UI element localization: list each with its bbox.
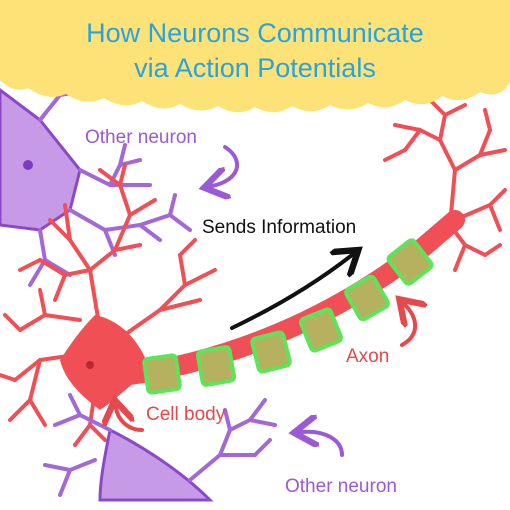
- sends-information-arrow-icon: [230, 255, 352, 330]
- title-banner: [0, 0, 510, 113]
- axon-terminals: [383, 98, 507, 272]
- myelin-segment: [386, 238, 434, 286]
- curved-arrow-icon: [302, 432, 344, 457]
- myelin-segment: [250, 330, 292, 374]
- curved-arrow-icon: [116, 408, 144, 432]
- curved-arrow-icon: [212, 145, 240, 186]
- myelin-segment: [299, 307, 343, 353]
- label-sends-information: Sends Information: [202, 217, 356, 238]
- myelin-segment: [344, 274, 390, 322]
- label-other-neuron-top: Other neuron: [85, 127, 197, 148]
- myelin-segment: [142, 353, 182, 395]
- title-line-1: How Neurons Communicate: [86, 18, 424, 48]
- title-line-2: via Action Potentials: [134, 53, 376, 83]
- myelin-segment: [195, 345, 237, 387]
- main-neuron: [0, 163, 217, 447]
- curved-arrow-icon: [402, 305, 415, 347]
- label-axon: Axon: [346, 346, 389, 367]
- other-neuron-top: [0, 53, 192, 287]
- label-cell-body: Cell body: [146, 404, 226, 425]
- label-other-neuron-bottom: Other neuron: [285, 476, 397, 497]
- myelin-sheath: [142, 238, 434, 395]
